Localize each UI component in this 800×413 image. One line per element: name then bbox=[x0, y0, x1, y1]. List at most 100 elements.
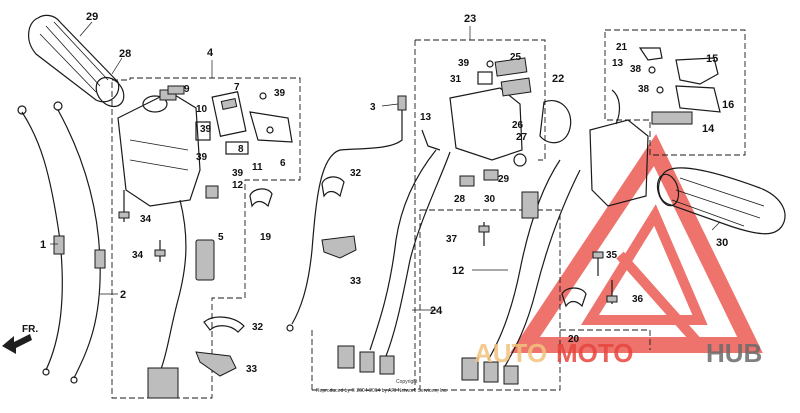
box-center-lower bbox=[312, 200, 416, 391]
bolt-34-upper-head bbox=[118, 211, 130, 219]
label-13-right: 13 bbox=[612, 58, 624, 69]
label-34-upper: 34 bbox=[140, 214, 152, 225]
label-27: 30 bbox=[484, 194, 496, 205]
watermark-hub: HUB bbox=[706, 338, 762, 368]
plug-12-c bbox=[503, 365, 519, 385]
label-4: 4 bbox=[207, 47, 214, 59]
bolt-35-head bbox=[592, 251, 604, 259]
label-15: 15 bbox=[706, 53, 718, 65]
cable-1-end bbox=[17, 105, 27, 115]
cable-2-tip bbox=[70, 376, 78, 384]
label-13-left: 12 bbox=[232, 180, 244, 191]
label-3: 3 bbox=[370, 102, 376, 113]
harness-12-b bbox=[503, 169, 581, 369]
switch-7-inner bbox=[220, 98, 238, 110]
watermark-triangle-outer bbox=[510, 133, 763, 353]
plug-12-a bbox=[461, 357, 479, 381]
cable-1-tip bbox=[42, 368, 50, 376]
front-arrow-label: FR. bbox=[22, 324, 38, 335]
watermark-auto: AUTO bbox=[474, 338, 547, 368]
label-37: 37 bbox=[446, 234, 458, 245]
left-switch-detail bbox=[129, 139, 189, 171]
right-grip-body bbox=[658, 167, 786, 235]
right-grip-end bbox=[656, 173, 680, 207]
label-39-center: 39 bbox=[458, 58, 470, 69]
center-cable-harness bbox=[286, 95, 451, 375]
label-17: 21 bbox=[616, 42, 628, 53]
box-left-switch-group bbox=[111, 77, 301, 399]
bolt-34-lower-head bbox=[154, 249, 166, 257]
left-switch-parts bbox=[167, 85, 293, 155]
label-39-d: 39 bbox=[232, 168, 244, 179]
box-right-top bbox=[604, 29, 746, 156]
label-33-left: 33 bbox=[246, 364, 258, 375]
copyright-line1: Copyright bbox=[396, 379, 418, 385]
left-switch-harness bbox=[159, 199, 187, 373]
label-13-center: 13 bbox=[420, 112, 432, 123]
label-18: 22 bbox=[552, 73, 564, 85]
label-38-b: 38 bbox=[638, 84, 650, 95]
switch-8 bbox=[225, 141, 249, 155]
screw-39-center bbox=[486, 60, 494, 68]
plug-21-c bbox=[379, 355, 395, 375]
clamp-32-center bbox=[321, 176, 345, 198]
label-23: 26 bbox=[512, 120, 524, 131]
cable-2-end bbox=[53, 101, 63, 111]
cover-14 bbox=[651, 111, 693, 125]
bracket-15 bbox=[675, 57, 719, 85]
label-31: 29 bbox=[86, 11, 98, 23]
bracket-17 bbox=[638, 47, 663, 61]
left-switch-knob bbox=[142, 95, 168, 113]
left-grip bbox=[28, 14, 125, 108]
left-grip-ribs bbox=[39, 21, 109, 93]
clamp-20-right bbox=[561, 287, 587, 308]
front-arrow: FR. bbox=[2, 324, 38, 354]
label-2: 2 bbox=[120, 289, 126, 301]
copyright-line2: Reproduced by © 2004-2014 by ARI Network… bbox=[316, 387, 448, 394]
label-6: 6 bbox=[280, 158, 286, 169]
watermark-triangle-inner bbox=[581, 204, 708, 325]
label-16: 16 bbox=[722, 99, 734, 111]
watermark-text: AUTO MOTO HUB bbox=[474, 338, 762, 368]
watermark-slash bbox=[616, 251, 704, 349]
switch-25 bbox=[459, 175, 475, 187]
label-33-center: 33 bbox=[350, 276, 362, 287]
label-29: 28 bbox=[119, 48, 131, 60]
wire-13-right bbox=[611, 89, 621, 125]
right-grip bbox=[656, 167, 786, 235]
copyright-notice: Copyright Reproduced by © 2004-2014 by A… bbox=[316, 379, 448, 394]
cable-3-tip bbox=[286, 324, 294, 332]
label-26: 29 bbox=[498, 174, 510, 185]
label-8: 8 bbox=[238, 144, 244, 155]
group-boxes bbox=[111, 29, 746, 399]
label-5: 5 bbox=[218, 232, 224, 243]
bolt-37-head bbox=[478, 225, 490, 233]
label-10: 10 bbox=[196, 104, 208, 115]
part-labels: 29 28 4 9 7 39 10 39 8 39 11 6 39 12 5 1… bbox=[40, 11, 734, 375]
screw-38-b bbox=[656, 86, 664, 94]
screw-38-a bbox=[648, 66, 656, 74]
label-11: 11 bbox=[252, 162, 263, 173]
clamp-33-left bbox=[195, 351, 237, 377]
label-7: 7 bbox=[234, 82, 240, 93]
leader-lines bbox=[50, 21, 721, 311]
clamp-20-left bbox=[249, 188, 273, 208]
plug-21-a bbox=[337, 345, 355, 369]
label-28: 31 bbox=[450, 74, 462, 85]
switch-10 bbox=[195, 121, 211, 141]
left-switch-body bbox=[117, 91, 201, 207]
label-39-a: 39 bbox=[274, 88, 286, 99]
housing-23 bbox=[449, 87, 523, 161]
left-grip-end bbox=[95, 76, 125, 108]
cable-1-adjuster bbox=[53, 235, 65, 255]
label-25: 28 bbox=[454, 194, 466, 205]
label-22: 25 bbox=[510, 52, 522, 63]
plug-12-b bbox=[483, 361, 499, 383]
harness-12-a bbox=[487, 159, 561, 361]
watermark-moto: MOTO bbox=[556, 338, 634, 368]
bolt-36-head bbox=[606, 295, 618, 303]
part-24 bbox=[513, 153, 527, 167]
label-19: 23 bbox=[464, 13, 476, 25]
left-clamps bbox=[118, 188, 273, 377]
label-20-right: 20 bbox=[568, 334, 580, 345]
